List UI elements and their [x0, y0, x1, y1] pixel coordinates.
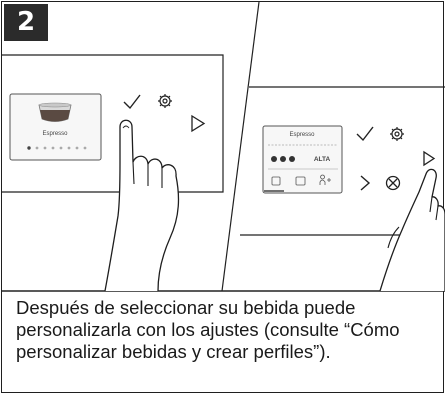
espresso-cup-icon [38, 102, 72, 122]
gear-icon[interactable] [158, 94, 172, 108]
right-drink-label: Espresso [289, 132, 315, 138]
strength-dots [271, 156, 295, 162]
illustration: Espresso [2, 2, 445, 292]
milk-icon[interactable] [295, 176, 306, 186]
play-icon[interactable] [191, 114, 206, 133]
left-page-dots [27, 146, 87, 150]
caption-text: Después de seleccionar su bebida puede p… [16, 297, 400, 362]
panel-divider [221, 2, 260, 292]
next-icon[interactable] [360, 175, 371, 191]
right-machine-panel: Espresso ALTA [240, 86, 445, 292]
step-number-badge: 2 [4, 4, 48, 41]
left-machine-panel: Espresso [2, 54, 224, 292]
left-display [9, 93, 102, 161]
cancel-icon[interactable] [385, 175, 401, 191]
pointing-hand [104, 119, 180, 292]
play-icon[interactable] [423, 150, 436, 167]
strength-label: ALTA [314, 156, 331, 163]
left-drink-label: Espresso [42, 131, 68, 137]
check-icon[interactable] [356, 126, 374, 142]
check-icon[interactable] [123, 94, 141, 110]
cup-size-icon[interactable] [271, 176, 281, 186]
pointing-hand [379, 168, 445, 292]
gear-icon[interactable] [390, 127, 404, 141]
profile-add-icon[interactable] [319, 174, 331, 185]
right-display [262, 125, 343, 194]
